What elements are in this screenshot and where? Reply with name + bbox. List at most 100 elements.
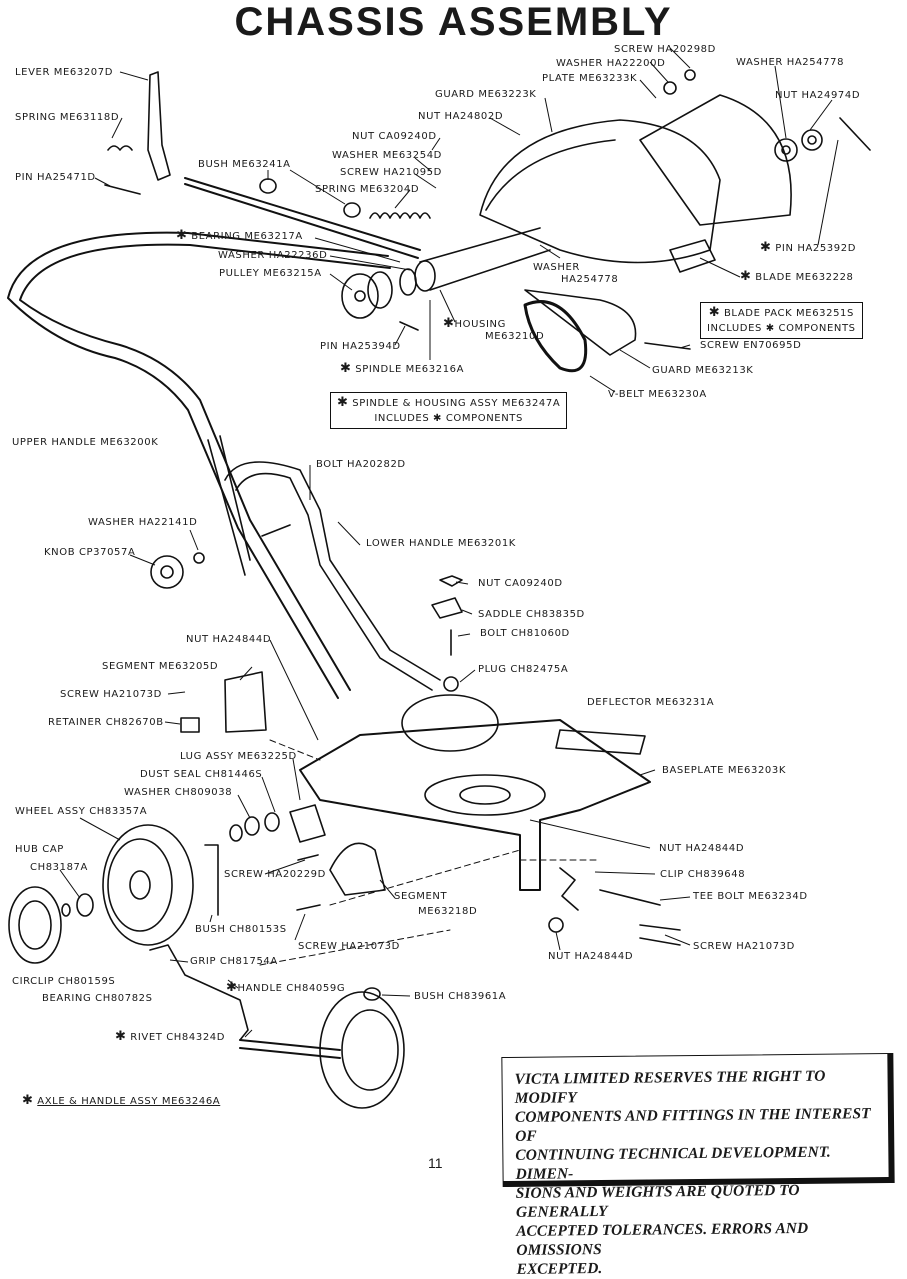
label-plug: PLUG CH82475A	[478, 664, 569, 675]
label-upper-handle: UPPER HANDLE ME63200K	[12, 437, 159, 448]
label-blade-text: BLADE ME632228	[755, 272, 854, 283]
blade-pack-line-1: ✱ BLADE PACK ME63251S	[707, 305, 856, 321]
page-title: CHASSIS ASSEMBLY	[234, 0, 673, 44]
label-rivet: ✱ RIVET CH84324D	[115, 1029, 226, 1044]
label-segment-2: SEGMENT	[394, 891, 448, 902]
axle-handle-footnote: ✱ AXLE & HANDLE ASSY ME63246A	[22, 1093, 220, 1108]
label-nut-6: NUT HA24844D	[659, 843, 745, 854]
label-screw-1: SCREW HA20298D	[614, 44, 716, 55]
label-bush-2: BUSH CH80153S	[195, 924, 287, 935]
label-dust-seal: DUST SEAL CH81446S	[140, 769, 263, 780]
label-nut-4: NUT CA09240D	[478, 578, 563, 589]
label-housing-code: ME63210D	[485, 331, 545, 342]
label-nut-1: NUT HA24802D	[418, 111, 504, 122]
label-lower-handle: LOWER HANDLE ME63201K	[366, 538, 516, 549]
label-pin-3: ✱ PIN HA25392D	[760, 240, 856, 255]
disclaimer-line: ACCEPTED TOLERANCES. ERRORS AND OMISSION…	[516, 1219, 809, 1259]
spindle-housing-includes: INCLUDES ✱ COMPONENTS	[374, 413, 523, 424]
label-hub-cap: HUB CAP	[15, 844, 64, 855]
star-icon: ✱	[340, 361, 352, 376]
label-bolt-2: BOLT CH81060D	[480, 628, 570, 639]
star-icon: ✱	[760, 240, 772, 255]
star-icon: ✱	[22, 1093, 34, 1108]
label-housing: ✱HOUSING	[443, 316, 506, 331]
label-guard-2: GUARD ME63213K	[652, 365, 754, 376]
label-washer-2: WASHER HA22200D	[556, 58, 666, 69]
label-grip: GRIP CH81754A	[190, 956, 278, 967]
label-lug-assy: LUG ASSY ME63225D	[180, 751, 297, 762]
disclaimer-line: SIONS AND WEIGHTS ARE QUOTED TO GENERALL…	[515, 1181, 800, 1221]
label-lever: LEVER ME63207D	[15, 67, 114, 78]
label-washer-1: WASHER HA22236D	[218, 250, 328, 261]
label-nut-2: NUT CA09240D	[352, 131, 437, 142]
label-handle: ✱HANDLE CH84059G	[226, 981, 346, 995]
footnote-text: AXLE & HANDLE ASSY ME63246A	[37, 1096, 221, 1107]
star-icon: ✱	[115, 1029, 127, 1044]
label-pin-1: PIN HA25471D	[15, 172, 96, 183]
star-icon: ✱	[176, 228, 188, 243]
label-clip: CLIP CH839648	[660, 869, 746, 880]
label-wheel-assy: WHEEL ASSY CH83357A	[15, 806, 148, 817]
label-screw-4: SCREW HA21073D	[60, 689, 162, 700]
label-handle-text: HANDLE CH84059G	[237, 983, 346, 994]
label-v-belt: V-BELT ME63230A	[608, 389, 707, 400]
label-housing-text: HOUSING	[454, 319, 506, 330]
label-screw-7: SCREW HA21073D	[693, 941, 795, 952]
spindle-housing-box: ✱ SPINDLE & HOUSING ASSY ME63247A INCLUD…	[330, 392, 568, 429]
label-bush-3: BUSH CH83961A	[414, 991, 507, 1002]
lower-handle-drawing	[224, 461, 441, 691]
label-nut-3: NUT HA24974D	[775, 90, 861, 101]
label-washer-6: WASHER HA22141D	[88, 517, 198, 528]
disclaimer-box: VICTA LIMITED RESERVES THE RIGHT TO MODI…	[501, 1052, 895, 1278]
label-segment-1: SEGMENT ME63205D	[102, 661, 219, 672]
label-screw-3: SCREW EN70695D	[700, 340, 802, 351]
upper-handle-drawing	[7, 231, 391, 699]
label-screw-2: SCREW HA21095D	[340, 167, 442, 178]
label-spindle-text: SPINDLE ME63216A	[355, 364, 465, 375]
label-pulley: PULLEY ME63215A	[219, 268, 322, 279]
label-plate: PLATE ME63233K	[542, 73, 638, 84]
label-pin-3-text: PIN HA25392D	[775, 243, 856, 254]
label-knob: KNOB CP37057A	[44, 547, 136, 558]
star-icon: ✱	[337, 395, 349, 410]
label-screw-6: SCREW HA21073D	[298, 941, 400, 952]
disclaimer-line: VICTA LIMITED RESERVES THE RIGHT TO MODI…	[514, 1067, 826, 1107]
label-baseplate: BASEPLATE ME63203K	[662, 765, 786, 776]
label-bearing-2: BEARING CH80782S	[42, 993, 153, 1004]
label-retainer: RETAINER CH82670B	[48, 717, 164, 728]
disclaimer-line: EXCEPTED.	[516, 1260, 603, 1278]
star-icon: ✱	[443, 316, 455, 331]
chassis-exploded-drawing	[7, 47, 871, 1109]
label-bearing: ✱ BEARING ME63217A	[176, 228, 303, 243]
star-icon: ✱	[740, 269, 752, 284]
label-spring-2: SPRING ME63204D	[315, 184, 420, 195]
label-hub-cap-code: CH83187A	[30, 862, 88, 873]
spindle-housing-line-1: ✱ SPINDLE & HOUSING ASSY ME63247A	[337, 395, 560, 411]
label-guard-1: GUARD ME63223K	[435, 89, 537, 100]
disclaimer-line: COMPONENTS AND FITTINGS IN THE INTEREST …	[514, 1105, 871, 1145]
label-washer-3: WASHER ME63254D	[332, 150, 442, 161]
page-number: 11	[428, 1155, 443, 1171]
label-nut-5: NUT HA24844D	[186, 634, 272, 645]
label-deflector: DEFLECTOR ME63231A	[587, 697, 715, 708]
label-saddle: SADDLE CH83835D	[478, 609, 585, 620]
label-tee-bolt: TEE BOLT ME63234D	[693, 891, 808, 902]
label-nut-7: NUT HA24844D	[548, 951, 634, 962]
label-spindle: ✱ SPINDLE ME63216A	[340, 361, 465, 376]
label-bush-1: BUSH ME63241A	[198, 159, 291, 170]
label-screw-5: SCREW HA20229D	[224, 869, 326, 880]
label-segment-2-code: ME63218D	[418, 906, 478, 917]
label-washer-5-code: HA254778	[561, 274, 619, 285]
label-washer-4: WASHER HA254778	[736, 57, 845, 68]
disclaimer-line: CONTINUING TECHNICAL DEVELOPMENT. DIMEN-	[515, 1143, 831, 1183]
label-spring-1: SPRING ME63118D	[15, 112, 120, 123]
spindle-housing-text: SPINDLE & HOUSING ASSY ME63247A	[352, 398, 561, 409]
label-bolt-1: BOLT HA20282D	[316, 459, 406, 470]
blade-pack-includes: INCLUDES ✱ COMPONENTS	[707, 323, 856, 334]
star-icon: ✱	[708, 305, 721, 320]
label-washer-7: WASHER CH809038	[124, 787, 233, 798]
label-rivet-text: RIVET CH84324D	[130, 1032, 226, 1043]
blade-pack-text: BLADE PACK ME63251S	[723, 308, 854, 319]
label-washer-5: WASHER	[533, 262, 580, 273]
blade-pack-box: ✱ BLADE PACK ME63251S INCLUDES ✱ COMPONE…	[700, 302, 863, 339]
